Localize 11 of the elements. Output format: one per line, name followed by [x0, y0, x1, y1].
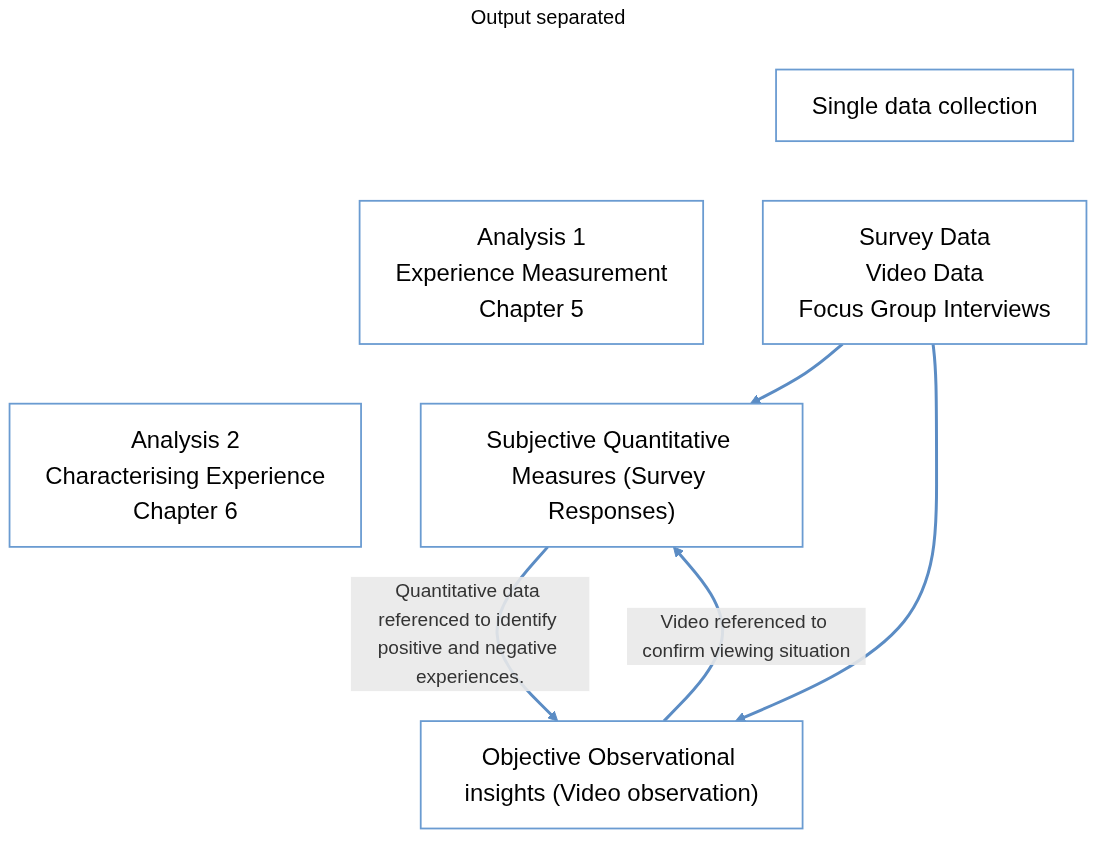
- arrow: [735, 343, 939, 723]
- arrow: [750, 342, 844, 405]
- node-box: Single data collection: [775, 68, 1075, 142]
- node-box: Survey Data Video Data Focus Group Interviews: [761, 199, 1088, 345]
- note-text: Output separated: [470, 6, 626, 29]
- node-box: Subjective Quantitative Measures (Survey Responses): [419, 402, 804, 548]
- node-box: Analysis 2 Characterising Experience Chapter 6: [8, 402, 362, 548]
- node-box: Objective Observational insights (Video observation): [419, 720, 804, 830]
- node-box: Analysis 1 Experience Measurement Chapter 5: [358, 199, 705, 345]
- edge-label: Quantitative data referenced to identify positive and negative experiences.: [377, 580, 558, 687]
- edge-label: Video referenced to confirm viewing situation: [642, 611, 851, 661]
